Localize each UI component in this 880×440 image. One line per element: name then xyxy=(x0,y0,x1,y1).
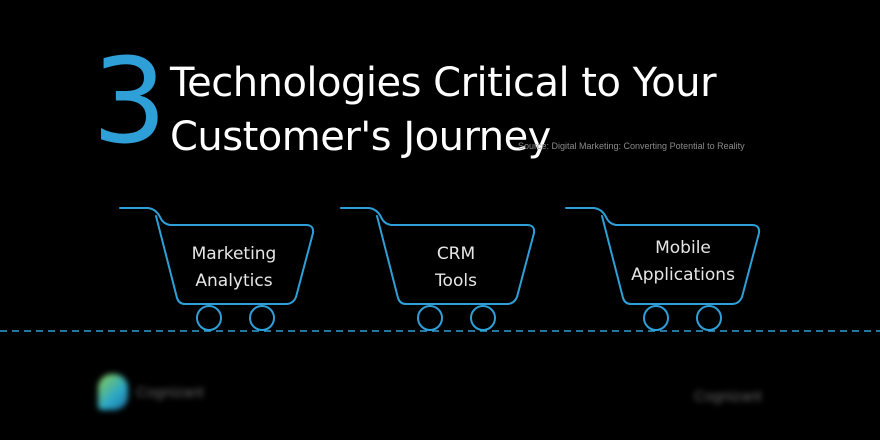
cart-label-1: Marketing Analytics xyxy=(159,241,309,295)
footer-right-text: Cognizant xyxy=(694,388,762,405)
source-note: Source: Digital Marketing: Converting Po… xyxy=(518,141,745,151)
cart-label-1-line1: Marketing xyxy=(191,244,277,264)
cart-icon-3 xyxy=(565,207,761,331)
cart-label-3-line2: Applications xyxy=(631,265,735,285)
cart-label-2-line1: CRM xyxy=(436,244,476,264)
title-line-1: Technologies Critical to Your xyxy=(170,60,717,106)
cart-icon-1 xyxy=(119,207,315,331)
big-number: 3 xyxy=(92,32,168,170)
cart-label-2-line2: Tools xyxy=(435,271,477,291)
footer-logo-text: Cognizant xyxy=(136,383,204,401)
cart-icon-2 xyxy=(340,207,536,331)
title-line-2: Customer's Journey xyxy=(170,114,551,160)
cart-label-2: CRM Tools xyxy=(381,241,531,295)
logo-mark-icon xyxy=(98,374,128,410)
cart-label-3: Mobile Applications xyxy=(608,235,758,289)
cart-label-3-line1: Mobile xyxy=(655,238,711,258)
cart-label-1-line2: Analytics xyxy=(195,271,273,291)
footer-logo: Cognizant xyxy=(98,374,204,410)
page-title: Technologies Critical to Your Customer's… xyxy=(170,56,717,164)
